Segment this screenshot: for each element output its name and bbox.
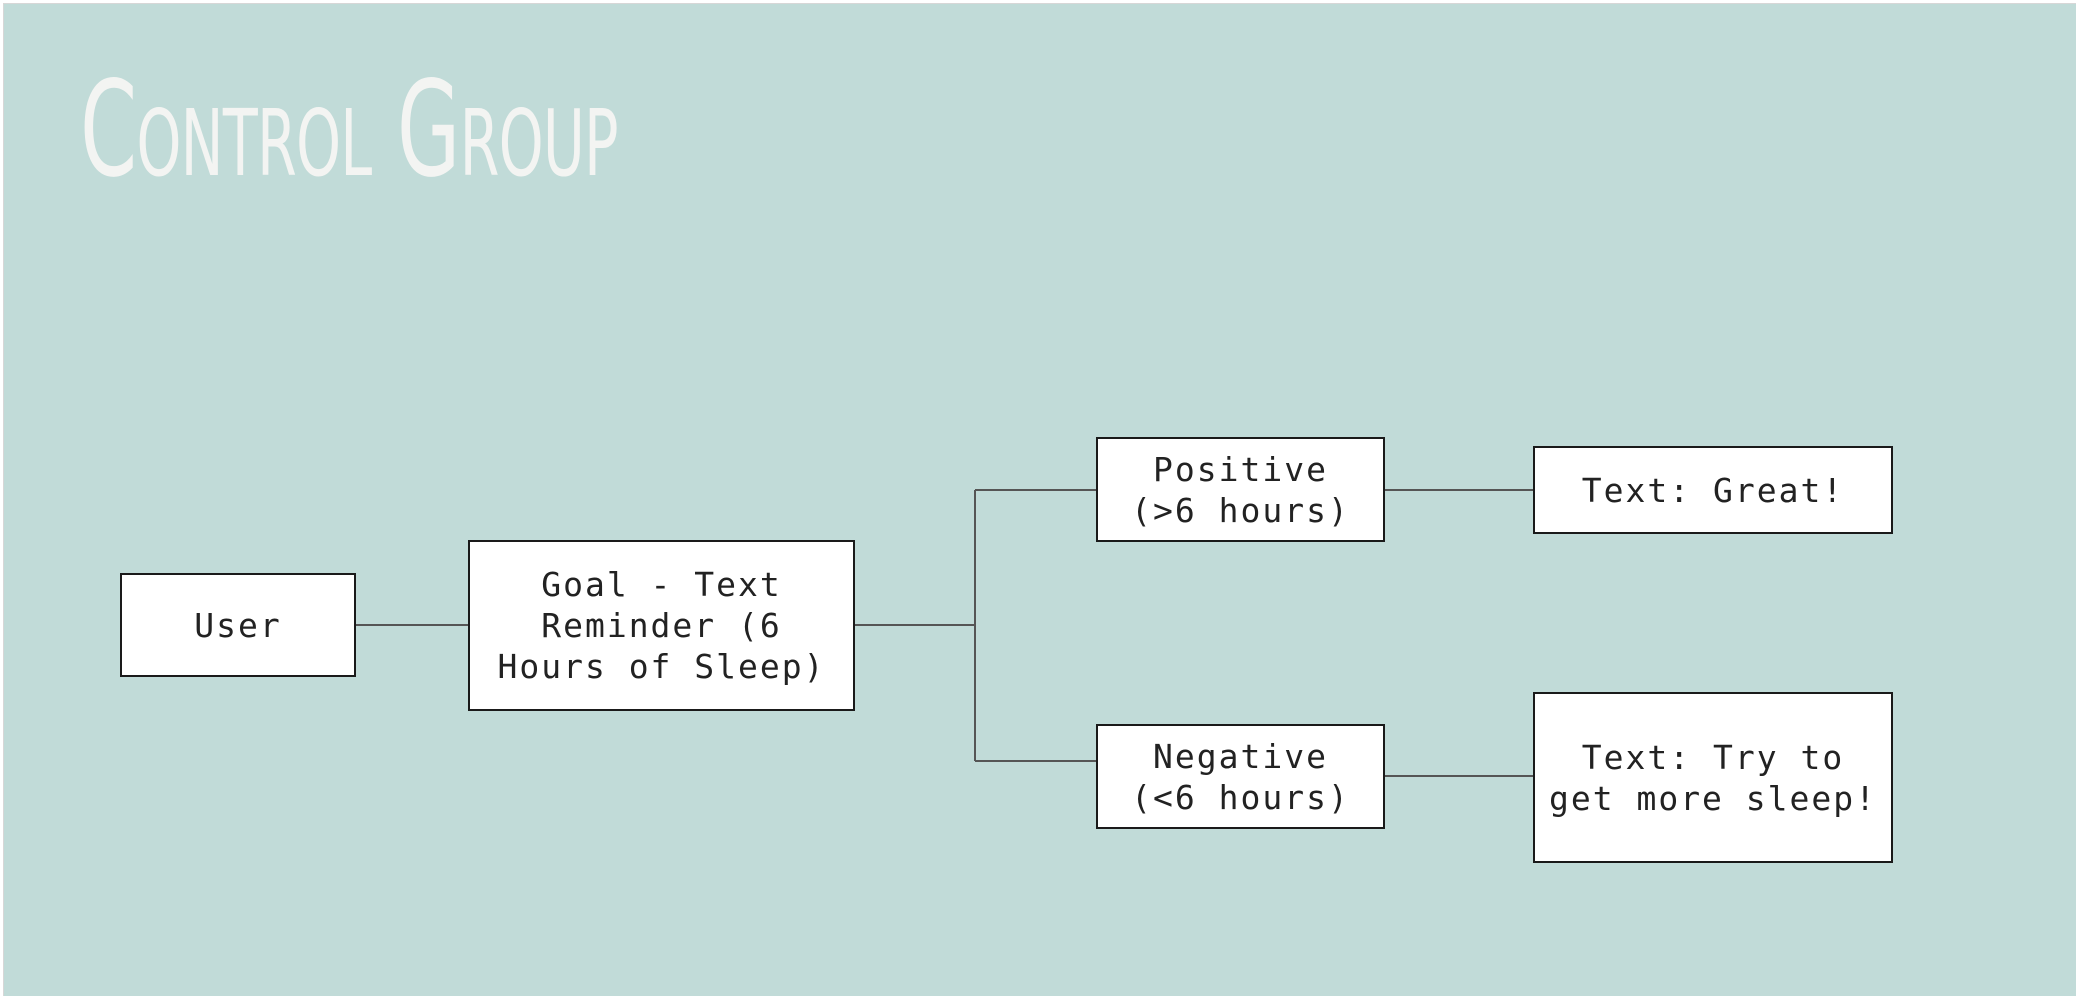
slide-title: Control Group: [80, 53, 619, 207]
node-goal-reminder: Goal - Text Reminder (6 Hours of Sleep): [468, 540, 855, 711]
node-negative: Negative (<6 hours): [1096, 724, 1385, 829]
node-negative-label: Negative (<6 hours): [1131, 736, 1350, 817]
node-text-great-label: Text: Great!: [1581, 470, 1845, 510]
node-text-more-sleep-label: Text: Try to get more sleep!: [1548, 737, 1877, 818]
node-user-label: User: [194, 605, 282, 645]
node-text-more-sleep: Text: Try to get more sleep!: [1533, 692, 1893, 863]
node-user: User: [120, 573, 356, 677]
node-text-great: Text: Great!: [1533, 446, 1893, 534]
node-positive: Positive (>6 hours): [1096, 437, 1385, 542]
node-positive-label: Positive (>6 hours): [1131, 449, 1350, 530]
node-goal-reminder-label: Goal - Text Reminder (6 Hours of Sleep): [497, 565, 826, 686]
slide: Control Group User Goal - Text Reminder …: [3, 3, 2076, 996]
